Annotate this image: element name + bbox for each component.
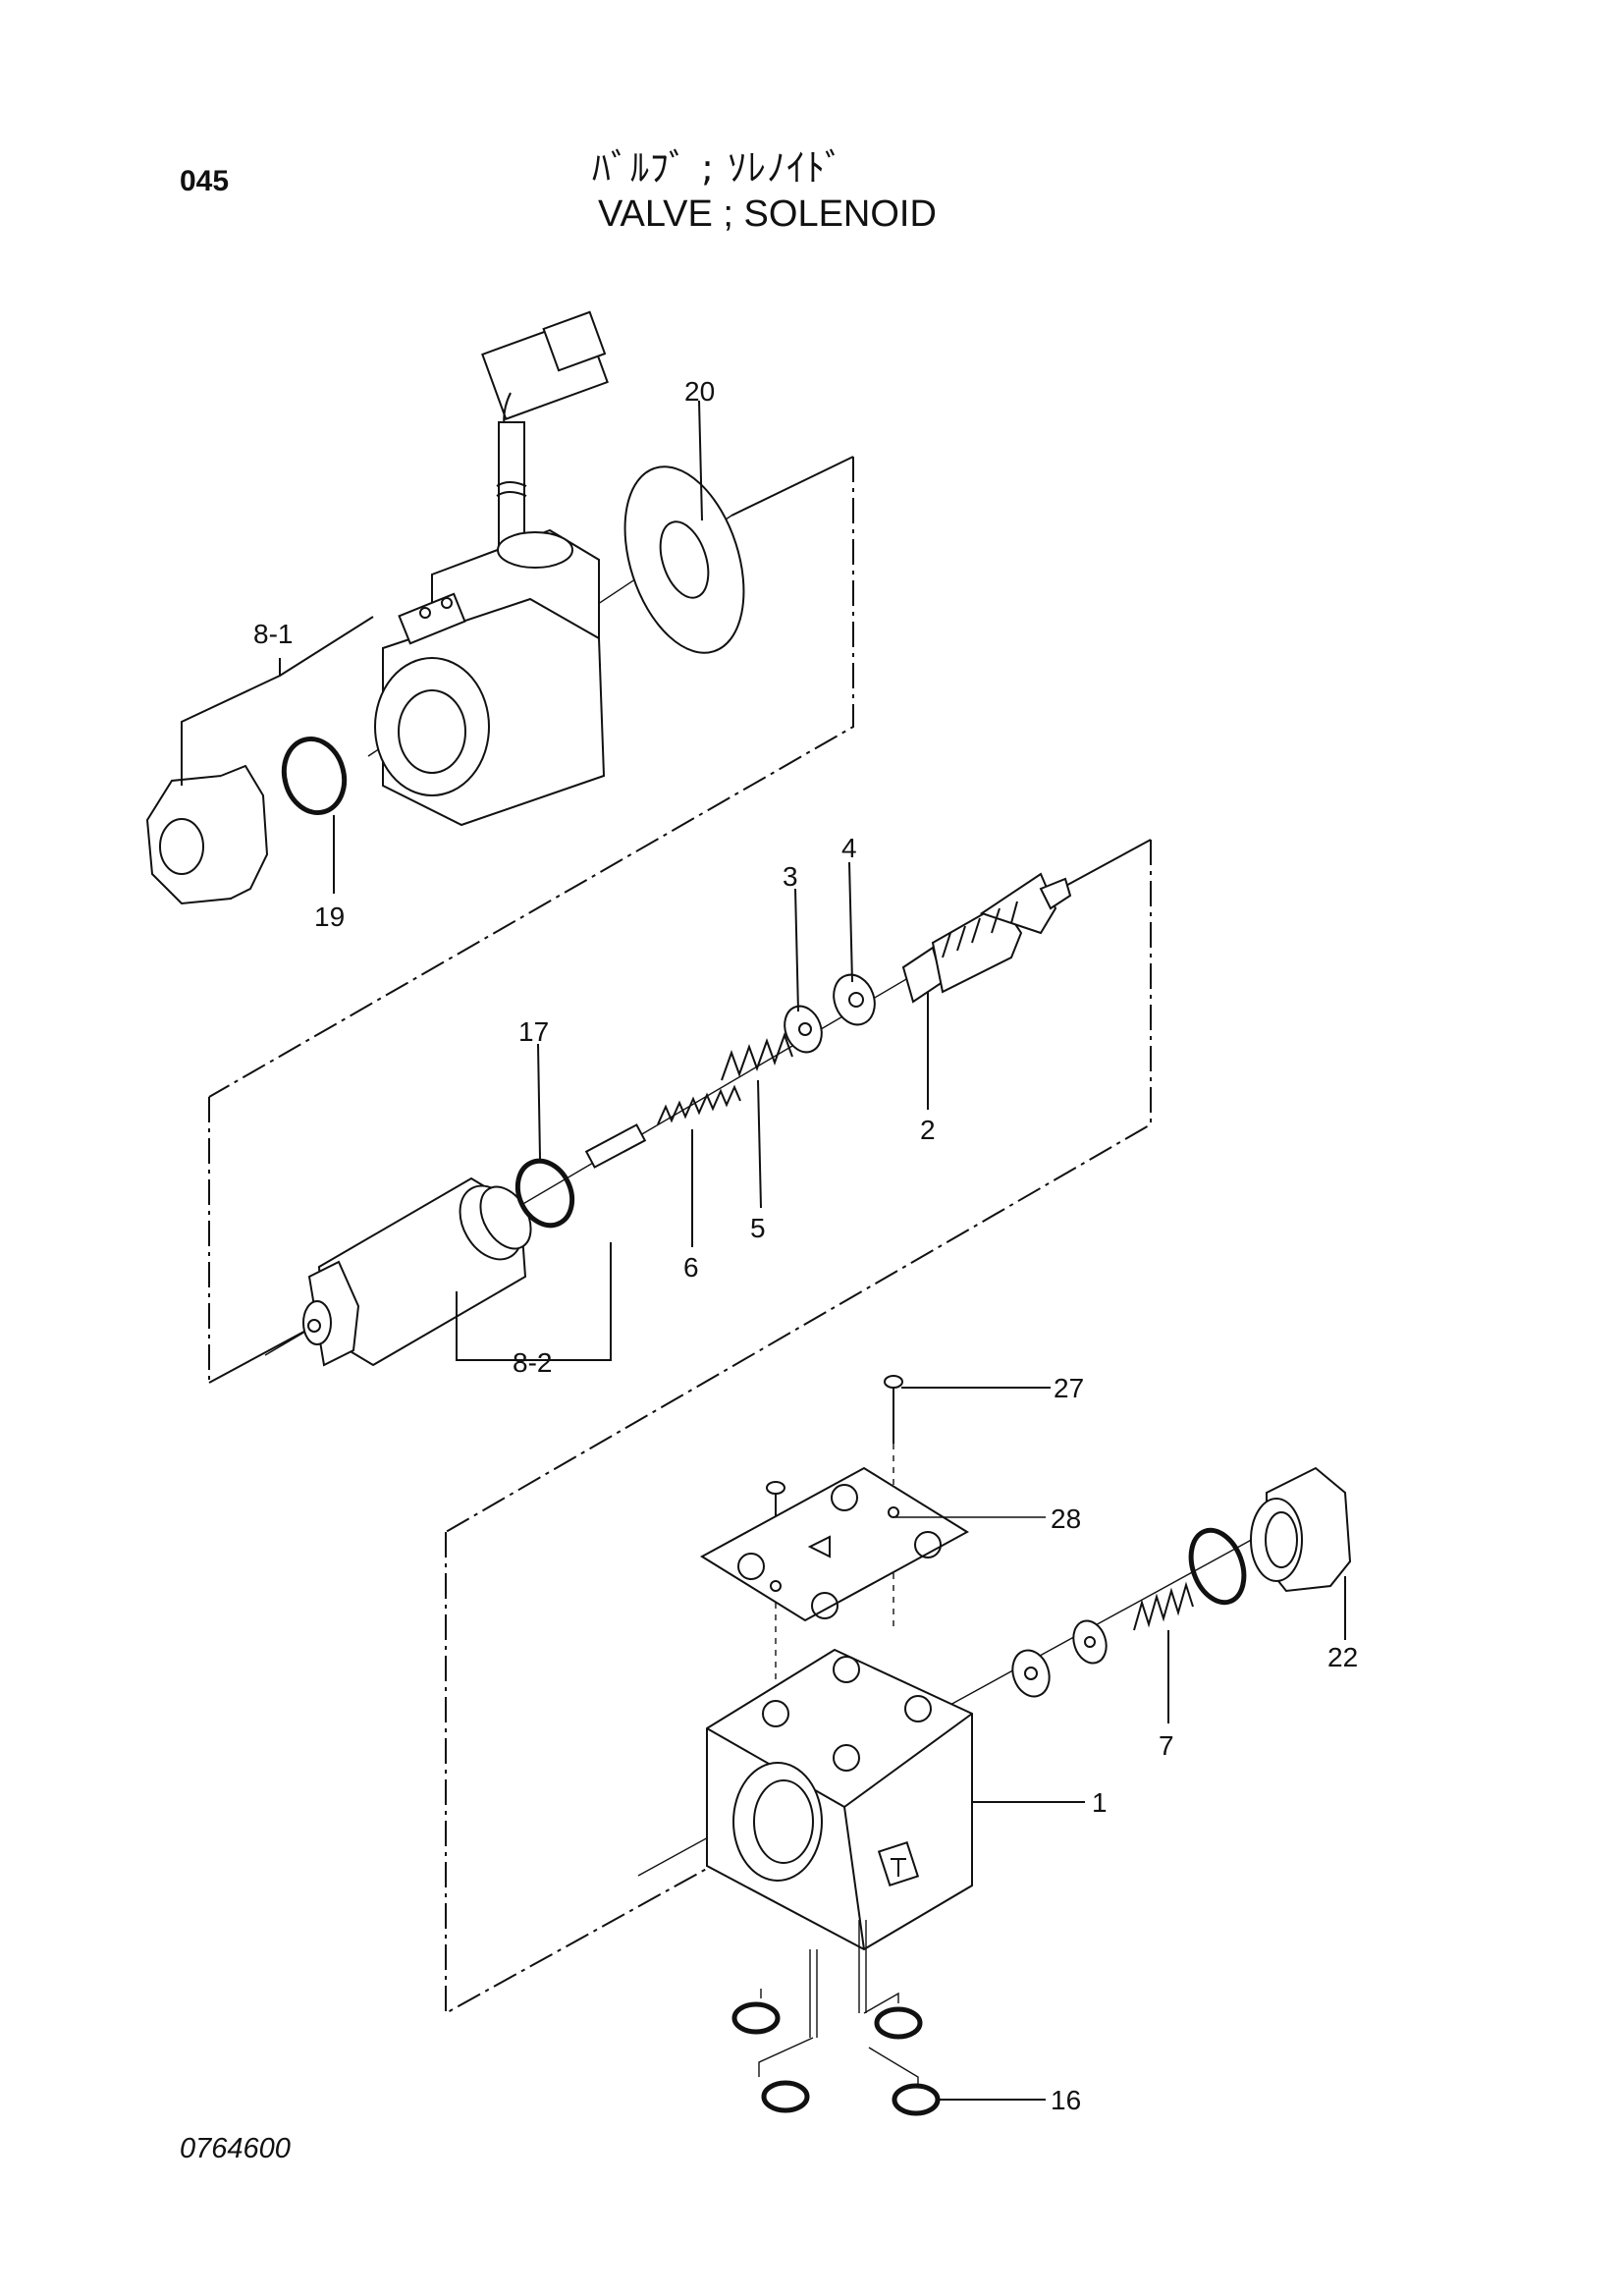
frame-middle	[208, 839, 1152, 1533]
washer-20	[623, 465, 745, 654]
frame-lower	[445, 1532, 713, 2015]
callout-22: 22	[1327, 1642, 1358, 1672]
callout-2: 2	[920, 1115, 936, 1145]
callout-8-2: 8-2	[513, 1347, 552, 1378]
leader-lines	[181, 400, 1346, 2101]
callout-4: 4	[841, 833, 857, 863]
spring-6	[657, 1084, 741, 1125]
spring-7	[1133, 1581, 1194, 1631]
solenoid-coil	[374, 310, 609, 827]
callout-19: 19	[314, 902, 345, 932]
callout-17: 17	[518, 1016, 549, 1047]
o-ring-17	[514, 1158, 575, 1229]
nut-8-1	[145, 764, 269, 905]
screw-27	[884, 1375, 903, 1630]
title-english: VALVE ; SOLENOID	[598, 193, 937, 235]
valve-body-1	[706, 1648, 973, 1951]
callout-1: 1	[1092, 1787, 1108, 1818]
sleeve-8-2	[302, 1176, 532, 1367]
callout-5: 5	[750, 1213, 766, 1243]
callout-8-1: 8-1	[253, 619, 293, 649]
callout-28: 28	[1051, 1503, 1081, 1534]
pin	[584, 1123, 647, 1169]
callout-6: 6	[683, 1252, 699, 1283]
page-number: 045	[180, 165, 230, 197]
o-ring-19	[281, 736, 348, 816]
plunger-2	[901, 872, 1072, 1004]
callout-20: 20	[684, 376, 715, 407]
spring-5	[721, 1032, 793, 1081]
washer-4	[833, 973, 876, 1026]
o-rings-16	[731, 1920, 941, 2116]
plug-22	[1250, 1466, 1352, 1593]
callout-3: 3	[783, 861, 798, 892]
callout-7: 7	[1159, 1730, 1174, 1761]
callout-27: 27	[1054, 1373, 1084, 1403]
cover-plate-28	[700, 1466, 969, 1622]
frame-upper	[208, 456, 854, 1098]
washer-3	[784, 1005, 823, 1054]
o-ring-22	[1188, 1527, 1247, 1606]
title-japanese: ﾊﾞﾙﾌﾞ ; ｿﾚﾉｲﾄﾞ	[592, 146, 844, 190]
seal-washers	[1011, 1619, 1108, 1698]
drawing-number: 0764600	[180, 2133, 291, 2164]
callout-16: 16	[1051, 2085, 1081, 2115]
